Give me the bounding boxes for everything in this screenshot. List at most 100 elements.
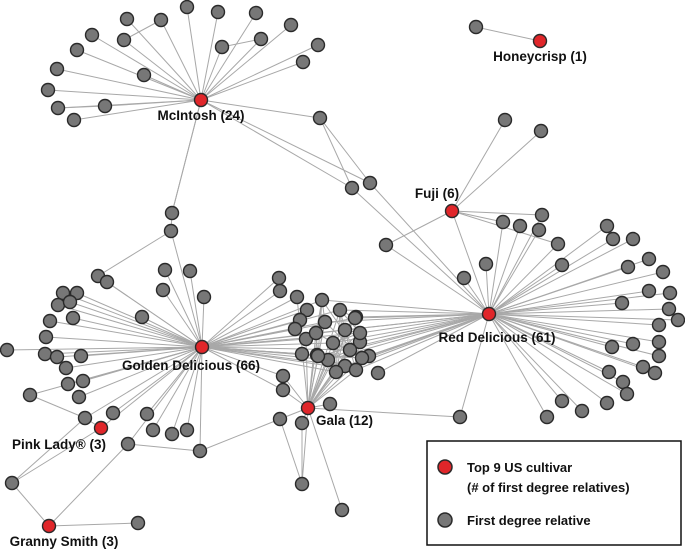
edge [385, 210, 453, 246]
relative-node [619, 386, 635, 402]
edge [201, 296, 205, 348]
relative-node [50, 297, 66, 313]
relative-node [136, 67, 152, 83]
edge [189, 270, 203, 348]
relative-node [344, 180, 360, 196]
edge [488, 225, 608, 315]
relative-node [456, 270, 472, 286]
relative-node [599, 395, 615, 411]
edge [201, 332, 361, 348]
relative-node [310, 348, 326, 364]
edge [307, 369, 357, 409]
legend-box [426, 440, 682, 546]
edge [65, 346, 203, 369]
edge [201, 346, 284, 377]
relative-node [312, 110, 328, 126]
relative-node [294, 415, 310, 431]
edge [488, 313, 548, 418]
cultivar-node-fuji [444, 203, 460, 219]
relative-node [317, 314, 333, 330]
edge [146, 346, 203, 415]
edge [488, 313, 583, 412]
edge [327, 317, 356, 361]
edge [307, 359, 329, 409]
relative-node [120, 436, 136, 452]
relative-node [289, 289, 305, 305]
edge [11, 427, 102, 484]
relative-node [295, 54, 311, 70]
relative-node [42, 313, 58, 329]
relative-node [58, 360, 74, 376]
edge [199, 346, 203, 452]
relative-node [641, 283, 657, 299]
relative-node [179, 422, 195, 438]
relative-node [134, 309, 150, 325]
relative-node [294, 346, 310, 362]
edge [488, 221, 504, 315]
edge [201, 296, 298, 348]
edge [351, 187, 490, 315]
edge [319, 117, 353, 189]
relative-node [196, 289, 212, 305]
edge [488, 229, 540, 315]
relative-node [130, 515, 146, 531]
edge [62, 292, 203, 348]
edge [201, 309, 341, 348]
edge [488, 313, 656, 374]
edge [488, 313, 563, 402]
relative-node [348, 362, 364, 378]
relative-node [60, 376, 76, 392]
edge [104, 99, 202, 107]
relative-node [651, 334, 667, 350]
relative-node [314, 292, 330, 308]
relative-node [370, 365, 386, 381]
relative-node [287, 321, 303, 337]
relative-node [214, 39, 230, 55]
edge [126, 18, 202, 101]
relative-node [73, 348, 89, 364]
relative-node [554, 393, 570, 409]
relative-node [670, 312, 685, 328]
edge [170, 230, 203, 348]
relative-node [145, 422, 161, 438]
edge [359, 313, 490, 334]
relative-node [337, 322, 353, 338]
legend-cultivar-sublabel: (# of first degree relatives) [467, 480, 630, 495]
label-gala: Gala (12) [316, 413, 373, 428]
relative-node [605, 231, 621, 247]
relative-node [574, 403, 590, 419]
relative-node [155, 282, 171, 298]
edge [307, 407, 343, 511]
relative-node [625, 231, 641, 247]
relative-node [99, 274, 115, 290]
label-golden-delicious: Golden Delicious (66) [122, 358, 260, 373]
edge [48, 443, 129, 527]
edge [488, 313, 660, 326]
label-pink-lady: Pink Lady® (3) [12, 437, 106, 452]
edge [127, 443, 201, 452]
edge [451, 210, 543, 216]
edge [97, 230, 172, 277]
edge [307, 355, 319, 409]
label-red-delicious: Red Delicious (61) [438, 330, 555, 345]
relative-node [69, 42, 85, 58]
edge [164, 269, 203, 348]
edge [377, 313, 490, 374]
relative-node [635, 359, 651, 375]
edge [45, 336, 203, 348]
relative-node [614, 295, 630, 311]
relative-node [325, 335, 341, 351]
relative-node [294, 476, 310, 492]
edge [200, 99, 321, 119]
edge [355, 313, 490, 371]
edge [143, 74, 202, 101]
relative-node [601, 364, 617, 380]
relative-node [620, 259, 636, 275]
relative-node [84, 27, 100, 43]
edge [44, 346, 203, 355]
edge [488, 264, 563, 315]
relative-node [308, 325, 324, 341]
edge [200, 99, 371, 184]
cultivar-node-gala [300, 400, 316, 416]
relative-node [512, 218, 528, 234]
